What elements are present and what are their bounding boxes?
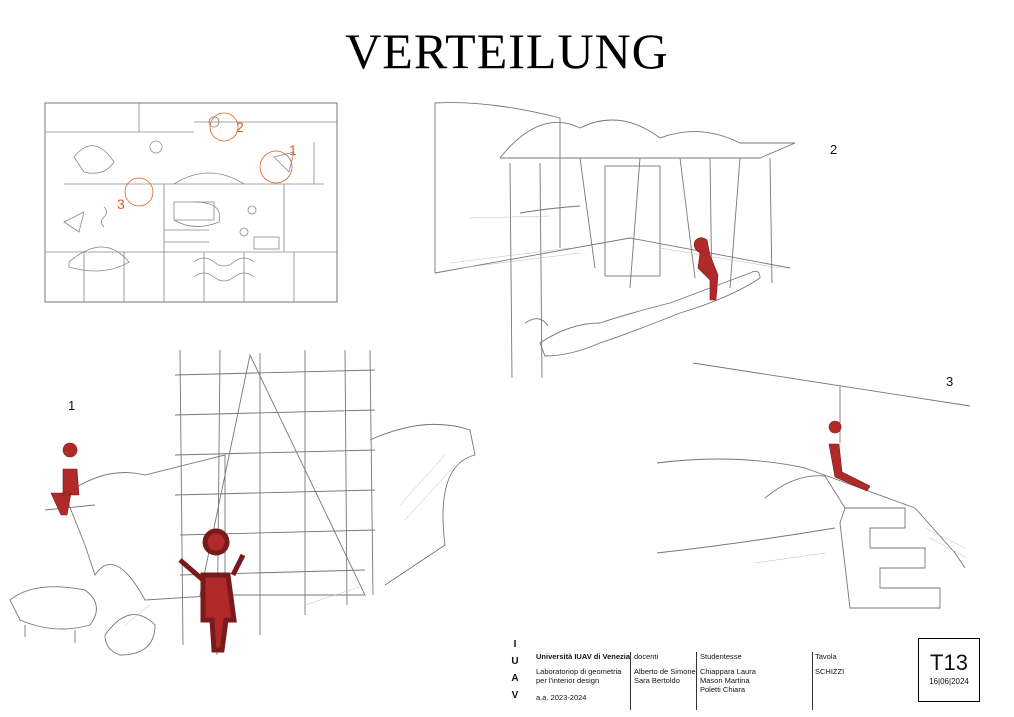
divider	[812, 652, 813, 710]
sheet-code: T13	[930, 650, 968, 675]
studente-3: Poletti Chiara	[700, 685, 746, 694]
docenti-label: docenti	[634, 652, 659, 661]
studenti-label: Studentesse	[700, 652, 742, 661]
page-title: VERTEILUNG	[345, 23, 669, 79]
academic-year: a.a. 2023-2024	[536, 693, 587, 702]
sketch-1-number: 1	[68, 398, 76, 413]
docente-2: Sara Bertoldo	[634, 676, 680, 685]
sheet-date: 16|06|2024	[929, 677, 969, 686]
docente-1: Alberto de Simone	[634, 667, 696, 676]
title-block: I U A V Università IUAV di Venezia Labor…	[508, 636, 808, 711]
sketch-2-number: 2	[830, 142, 838, 157]
plan-marker-2: 2	[236, 119, 244, 135]
course-line-2: per l'interior design	[536, 676, 600, 685]
sheet-code-box: T13 16|06|2024	[918, 638, 980, 702]
divider	[696, 652, 697, 710]
studente-1: Chiappara Laura	[700, 667, 756, 676]
studente-2: Mason Martina	[700, 676, 750, 685]
sketch-3-swing-stairs	[656, 362, 971, 609]
tavola-label: Tavola	[815, 652, 837, 661]
floor-plan	[44, 102, 338, 303]
plan-marker-1: 1	[289, 142, 297, 158]
university-name: Università IUAV di Venezia	[536, 652, 631, 661]
divider	[630, 652, 631, 710]
iuav-logo: I U A V	[511, 639, 519, 701]
course-line-1: Laboratoriop di geometria	[536, 667, 622, 676]
sketch-2-seating-bench	[434, 102, 796, 379]
sketch-1-climbing-net	[9, 349, 476, 656]
sketch-3-number: 3	[946, 374, 954, 389]
plan-marker-3: 3	[117, 196, 125, 212]
tavola-value: SCHIZZI	[815, 667, 845, 676]
